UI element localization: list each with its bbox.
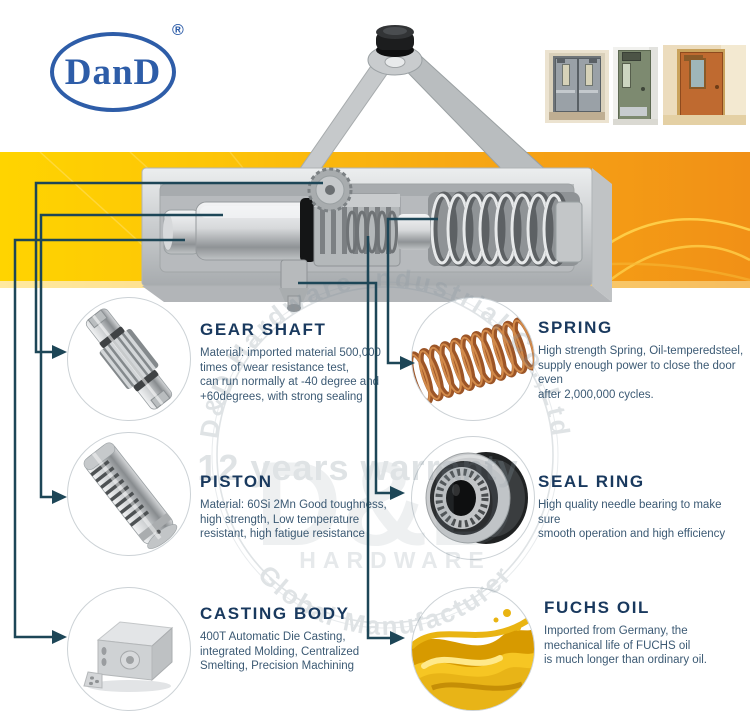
gear-shaft-photo: [67, 297, 191, 421]
closer-body-bottom-face: [142, 286, 612, 302]
gear-shaft-description: Material: imported material 500,000 time…: [200, 347, 381, 404]
registered-trademark-icon: ®: [172, 22, 184, 39]
spring-description: High strength Spring, Oil-temperedsteel,…: [538, 345, 744, 402]
brand-logo: DanD: [50, 32, 176, 112]
seal-ring-title: SEAL RING: [538, 472, 645, 491]
fuchs-oil-photo: [411, 587, 535, 711]
spring-title: SPRING: [538, 318, 613, 337]
fuchs-oil-description: Imported from Germany, the mechanical li…: [544, 625, 707, 667]
door-photo-grey-double: [545, 50, 609, 123]
callout-arrow-gear-shaft: [52, 345, 67, 359]
spring-photo: [411, 297, 535, 421]
seal-ring-description: High quality needle bearing to make sure…: [538, 499, 726, 541]
casting-body-title: CASTING BODY: [200, 604, 350, 623]
component-row-piston: PISTON Material: 60Si 2Mn Good toughness…: [200, 472, 390, 542]
gear-shaft-title: GEAR SHAFT: [200, 320, 327, 339]
component-row-spring: SPRING High strength Spring, Oil-tempere…: [538, 318, 746, 403]
component-row-fuchs-oil: FUCHS OIL Imported from Germany, the mec…: [544, 598, 744, 668]
bottom-valve: [279, 259, 309, 312]
callout-arrow-piston: [52, 490, 67, 504]
component-row-casting-body: CASTING BODY 400T Automatic Die Casting,…: [200, 604, 400, 674]
casting-body-photo: [67, 587, 191, 711]
piston-title: PISTON: [200, 472, 273, 491]
callout-arrow-casting-body: [52, 630, 67, 644]
component-row-seal-ring: SEAL RING High quality needle bearing to…: [538, 472, 746, 542]
component-row-gear-shaft: GEAR SHAFT Material: imported material 5…: [200, 320, 390, 405]
seal-ring-photo: [411, 436, 535, 560]
piston-photo: [67, 432, 191, 556]
casting-body-description: 400T Automatic Die Casting, integrated M…: [200, 631, 360, 673]
callout-arrow-seal-ring: [390, 486, 405, 500]
fuchs-oil-title: FUCHS OIL: [544, 598, 651, 617]
door-photo-wooden-single: [663, 45, 746, 125]
main-spring-coils: [430, 191, 570, 267]
brand-logo-text: DanD: [64, 51, 162, 93]
piston-description: Material: 60Si 2Mn Good toughness, high …: [200, 499, 387, 541]
door-photo-green-single: [613, 47, 658, 125]
door-closer-cutaway: [141, 25, 612, 312]
